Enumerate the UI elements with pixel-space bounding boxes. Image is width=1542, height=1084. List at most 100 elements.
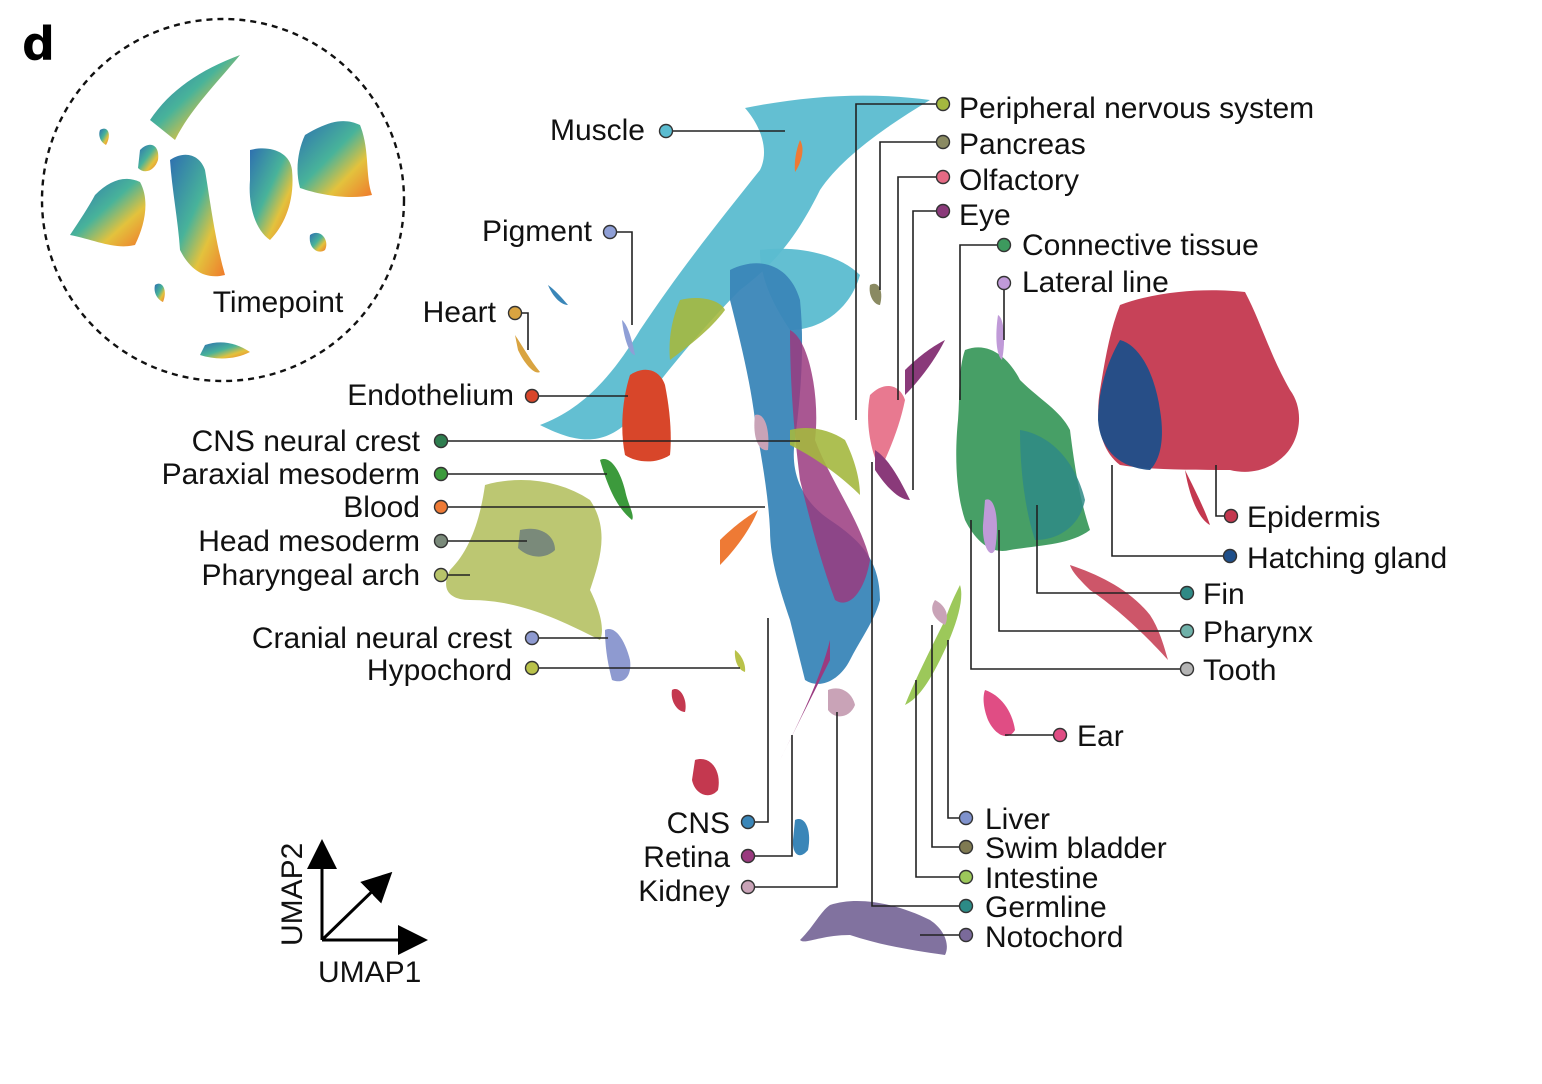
dot-hatching-gland	[1222, 548, 1238, 564]
dot-hypochord	[524, 660, 540, 676]
inset-blob	[297, 121, 372, 198]
leader-pancreas	[879, 141, 943, 290]
label-pharynx: Pharynx	[1203, 616, 1313, 649]
dot-pharynx	[1179, 623, 1195, 639]
label-blood: Blood	[343, 491, 420, 524]
cluster-cranial-neural-crest	[605, 629, 631, 682]
inset-blob	[154, 283, 165, 302]
label-germline: Germline	[985, 891, 1107, 924]
dot-intestine	[958, 869, 974, 885]
cluster-olfactory	[868, 385, 905, 470]
cluster-cns-neural-crest	[790, 428, 860, 495]
dot-head-mesoderm	[433, 533, 449, 549]
dot-ear	[1052, 727, 1068, 743]
label-endothelium: Endothelium	[347, 379, 514, 412]
label-pancreas: Pancreas	[959, 128, 1086, 161]
leader-cns	[748, 618, 769, 823]
cluster-blood	[720, 510, 758, 565]
dot-cranial-neural-crest	[524, 630, 540, 646]
cluster-fragment	[932, 600, 947, 625]
dot-pigment	[602, 224, 618, 240]
cluster-hatching-gland	[1098, 340, 1162, 470]
label-swim-bladder: Swim bladder	[985, 832, 1167, 865]
cluster-pancreas	[869, 283, 882, 305]
label-heart: Heart	[423, 296, 497, 329]
cluster-fragment	[669, 298, 725, 360]
label-epidermis: Epidermis	[1247, 501, 1380, 534]
dot-blood	[433, 499, 449, 515]
label-ear: Ear	[1077, 720, 1124, 753]
inset-blob	[138, 144, 159, 172]
label-kidney: Kidney	[638, 875, 730, 908]
dot-connective-tissue	[996, 237, 1012, 253]
label-cns-neural-crest: CNS neural crest	[192, 425, 421, 458]
cluster-notochord	[800, 900, 947, 955]
dot-muscle	[658, 123, 674, 139]
inset-blob	[200, 342, 250, 359]
cluster-hypochord	[734, 650, 746, 672]
label-cns: CNS	[667, 807, 730, 840]
dot-swim-bladder	[958, 839, 974, 855]
label-intestine: Intestine	[985, 862, 1098, 895]
cluster-paraxial-mesoderm	[600, 459, 633, 520]
dot-tooth	[1179, 661, 1195, 677]
label-cranial-neural-crest: Cranial neural crest	[252, 622, 513, 655]
label-liver: Liver	[985, 803, 1050, 836]
inset-blob	[150, 55, 240, 140]
cluster-ear	[983, 690, 1015, 737]
inset-blob	[249, 148, 293, 240]
inset-blob	[99, 128, 109, 145]
label-hypochord: Hypochord	[367, 654, 512, 687]
inset-blob	[170, 154, 225, 277]
cluster-eye-branch	[905, 340, 945, 395]
cluster-muscle	[540, 95, 930, 440]
umap-axis-indicator: UMAP1 UMAP2	[276, 839, 428, 989]
inset-blob	[70, 178, 146, 247]
leader-retina	[748, 735, 793, 857]
leader-intestine	[915, 680, 966, 878]
label-pharyngeal-arch: Pharyngeal arch	[202, 559, 420, 592]
label-eye: Eye	[959, 199, 1011, 232]
label-olfactory: Olfactory	[959, 164, 1079, 197]
dot-lateral-line	[996, 275, 1012, 291]
label-fin: Fin	[1203, 578, 1245, 611]
leader-swim-bladder	[931, 625, 966, 848]
leader-kidney	[748, 712, 838, 888]
dot-germline	[958, 898, 974, 914]
dot-epidermis	[1223, 508, 1239, 524]
inset-label: Timepoint	[213, 286, 344, 319]
leader-pigment	[610, 231, 633, 325]
dot-fin	[1179, 585, 1195, 601]
cluster-cns-fragment	[792, 819, 810, 856]
dot-notochord	[958, 927, 974, 943]
cluster-pharynx-streak	[1070, 565, 1168, 660]
label-paraxial-mesoderm: Paraxial mesoderm	[162, 458, 420, 491]
dot-pharyngeal-arch	[433, 567, 449, 583]
label-dots	[433, 96, 1239, 943]
label-peripheral-nervous-system: Peripheral nervous system	[959, 92, 1314, 125]
umap2-label: UMAP2	[276, 843, 309, 946]
dot-kidney	[740, 879, 756, 895]
leader-germline	[871, 462, 966, 907]
panel-letter: d	[22, 17, 55, 71]
cluster-lateral-line-fragment	[982, 499, 997, 554]
cluster-eye	[875, 450, 910, 500]
label-muscle: Muscle	[550, 114, 645, 147]
label-lateral-line: Lateral line	[1022, 266, 1169, 299]
label-tooth: Tooth	[1203, 654, 1276, 687]
dot-pancreas	[935, 134, 951, 150]
leader-eye	[912, 210, 943, 490]
dot-olfactory	[935, 169, 951, 185]
dot-eye	[935, 203, 951, 219]
leader-peripheral-nervous-system	[855, 103, 943, 420]
leader-pharynx	[998, 530, 1187, 632]
dot-heart	[507, 305, 523, 321]
leader-epidermis	[1215, 465, 1231, 517]
inset-blob	[309, 232, 327, 252]
dot-cns	[740, 814, 756, 830]
leader-fin	[1036, 505, 1187, 594]
leader-tooth	[970, 520, 1187, 670]
umap1-label: UMAP1	[318, 956, 421, 989]
dot-liver	[958, 810, 974, 826]
